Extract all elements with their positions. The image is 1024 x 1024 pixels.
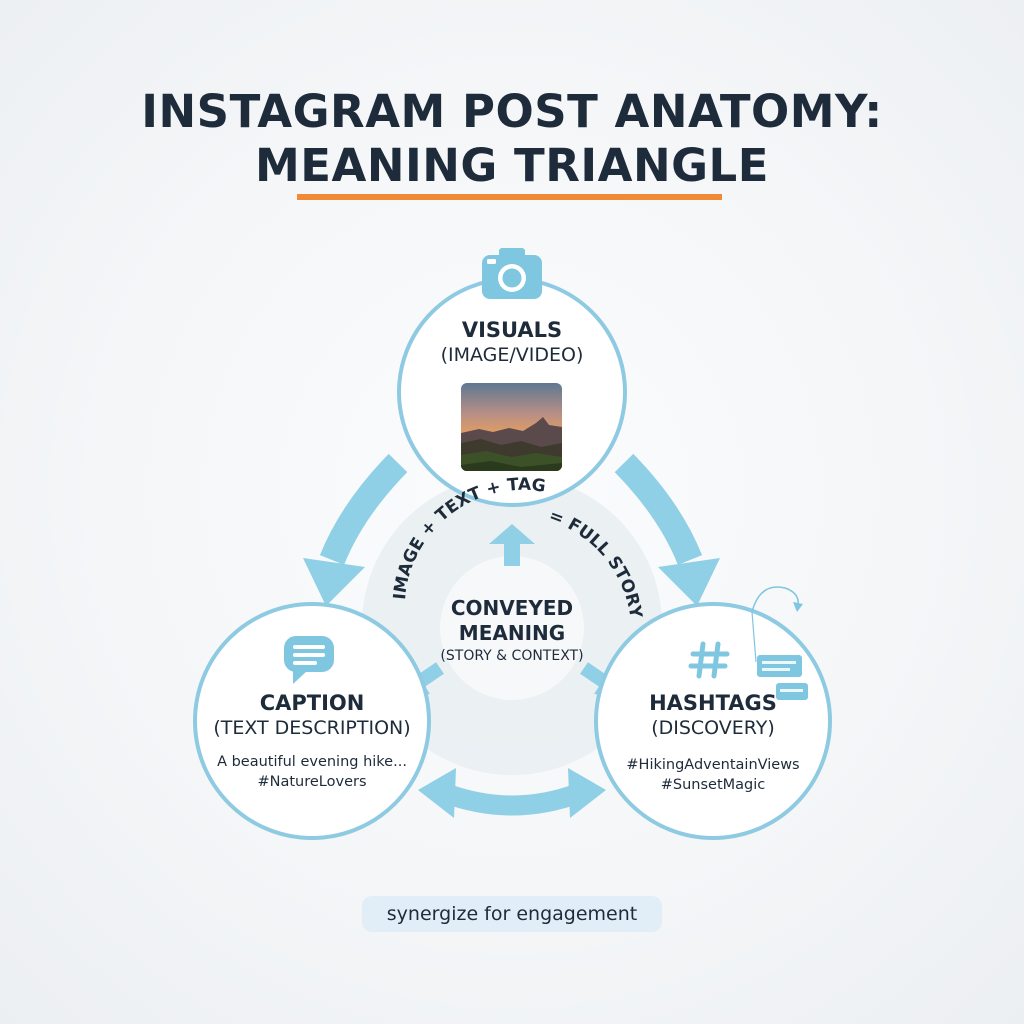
center-label: CONVEYED MEANING (STORY & CONTEXT)	[417, 596, 607, 666]
arrow-caption-hashtags-right-head	[568, 768, 606, 818]
center-subtitle: (STORY & CONTEXT)	[440, 648, 584, 664]
footer-pill: synergize for engagement	[362, 896, 662, 932]
center-title-line-2: MEANING	[458, 621, 566, 645]
hashtag-icon	[688, 641, 730, 679]
center-disc	[440, 556, 584, 700]
title-line-1: INSTAGRAM POST ANATOMY:	[141, 85, 883, 138]
arrow-center-up-shaft	[504, 540, 520, 566]
hashtags-title: HASHTAGS	[649, 691, 777, 715]
caption-example-line-2: #NatureLovers	[257, 774, 367, 790]
arrow-visuals-to-hashtags-head	[658, 558, 720, 606]
arrow-visuals-to-hashtags	[614, 453, 703, 565]
caption-example: A beautiful evening hike... #NatureLover…	[202, 752, 422, 792]
camera-icon	[482, 248, 542, 299]
title-line-2: MEANING TRIANGLE	[255, 139, 769, 192]
arrow-center-up-head	[489, 524, 535, 544]
title-underline	[297, 194, 722, 200]
tag-decoration	[751, 586, 808, 700]
caption-circle	[193, 602, 431, 840]
caption-subtitle: (TEXT DESCRIPTION)	[213, 717, 411, 739]
hashtags-subtitle: (DISCOVERY)	[651, 717, 775, 739]
caption-label: CAPTION (TEXT DESCRIPTION)	[202, 690, 422, 740]
speech-bubble-icon	[284, 636, 334, 684]
hashtags-example: #HikingAdventainViews #SunsetMagic	[603, 755, 823, 795]
center-title-line-1: CONVEYED	[450, 596, 574, 620]
arrow-caption-hashtags	[441, 783, 583, 816]
sunset-photo	[461, 383, 562, 471]
caption-example-line-1: A beautiful evening hike...	[217, 754, 407, 770]
visuals-subtitle: (IMAGE/VIDEO)	[440, 344, 584, 366]
arrow-visuals-to-caption-head	[303, 558, 365, 606]
visuals-label: VISUALS (IMAGE/VIDEO)	[412, 317, 612, 367]
hashtags-label: HASHTAGS (DISCOVERY)	[603, 690, 823, 740]
hashtags-example-line-1: #HikingAdventainViews	[626, 757, 800, 773]
arrow-visuals-to-caption	[319, 453, 408, 565]
arrow-caption-hashtags-left-head	[418, 768, 456, 818]
hashtags-example-line-2: #SunsetMagic	[660, 777, 766, 793]
caption-title: CAPTION	[259, 691, 365, 715]
visuals-title: VISUALS	[461, 318, 563, 342]
